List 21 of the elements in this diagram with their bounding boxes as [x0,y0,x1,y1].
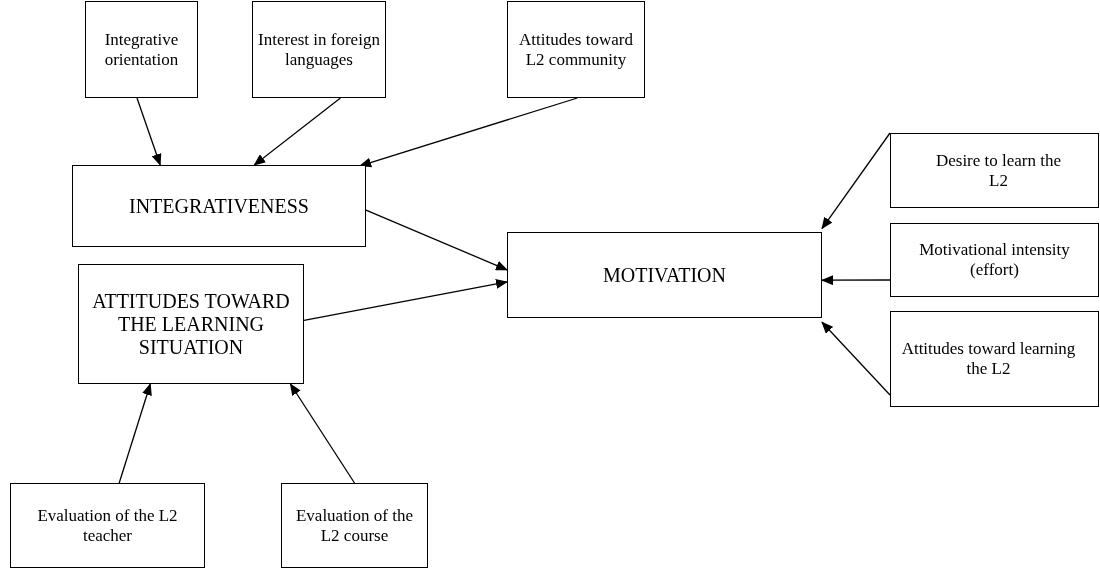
arrow [821,132,891,230]
concept-box: Attitudes toward learning the L2 [890,311,1099,407]
concept-box: Evaluation of the L2 course [281,483,428,568]
concept-box: Attitudes toward L2 community [507,1,645,98]
arrow [821,321,891,396]
arrow [253,97,342,166]
concept-box: Interest in foreign languages [252,1,386,98]
arrow [821,275,891,286]
concept-box: MOTIVATION [507,232,822,318]
arrow [303,279,508,322]
arrow [118,383,152,484]
concept-box: INTEGRATIVENESS [72,165,366,247]
arrow [359,97,579,168]
arrow [289,383,356,484]
concept-box: Evaluation of the L2 teacher [10,483,205,568]
concept-box: ATTITUDES TOWARD THE LEARNING SITUATION [78,264,304,384]
arrow [365,209,508,271]
concept-box: Integrative orientation [85,1,198,98]
concept-box: Desire to learn the L2 [890,133,1099,208]
concept-box: Motivational intensity (effort) [890,223,1099,297]
arrow [136,97,162,166]
